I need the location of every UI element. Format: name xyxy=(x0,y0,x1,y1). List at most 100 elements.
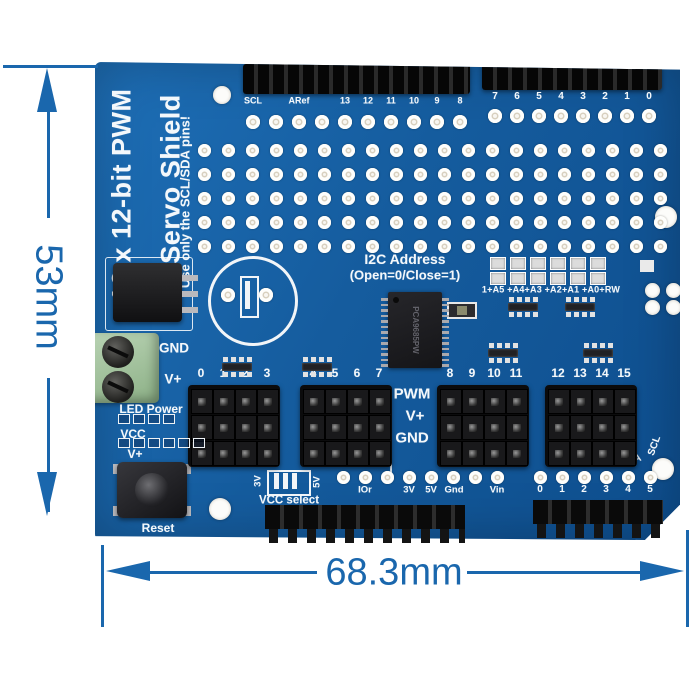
pin-label: 4 xyxy=(558,91,564,102)
grid-hole xyxy=(341,143,355,157)
bottom-header-strip-left xyxy=(265,505,465,543)
grid-hole xyxy=(365,215,379,229)
silkscreen-circle xyxy=(208,256,298,346)
grid-hole xyxy=(533,191,547,205)
servo-header-block xyxy=(300,385,392,467)
pad-hole xyxy=(666,283,680,298)
smd-pad xyxy=(509,297,514,302)
grid-hole xyxy=(389,239,403,253)
channel-number: 6 xyxy=(353,366,361,380)
smd-pad xyxy=(178,438,190,448)
dim-line-vertical xyxy=(47,112,50,218)
grid-hole xyxy=(653,191,667,205)
smd-pad xyxy=(327,357,332,362)
grid-hole xyxy=(341,167,355,181)
address-jumper-pad xyxy=(590,257,606,270)
channel-number: 5 xyxy=(331,366,339,380)
smd-cluster xyxy=(222,357,252,377)
pin-hole xyxy=(402,470,416,484)
grid-hole xyxy=(413,239,427,253)
grid-hole xyxy=(365,191,379,205)
servo-socket xyxy=(235,415,257,440)
grid-hole xyxy=(437,215,451,229)
smd-pad xyxy=(525,297,530,302)
smd-pad xyxy=(608,358,613,363)
jumper-pin xyxy=(274,473,279,489)
grid-hole xyxy=(437,239,451,253)
grid-hole xyxy=(269,143,283,157)
grid-hole xyxy=(605,239,619,253)
servo-socket xyxy=(235,389,257,414)
servo-socket xyxy=(257,441,279,466)
smd-body xyxy=(222,363,252,371)
servo-socket xyxy=(325,441,347,466)
dim-line-horizontal xyxy=(467,571,642,574)
smd-pad xyxy=(574,297,579,302)
smd-pad xyxy=(509,312,514,317)
servo-socket xyxy=(369,441,391,466)
pad-hole xyxy=(666,300,680,315)
grid-hole xyxy=(437,167,451,181)
chip-pin xyxy=(442,314,449,317)
pin-label: Gnd xyxy=(444,484,464,496)
chip-label: PCA9685PW xyxy=(411,306,420,354)
servo-socket xyxy=(548,441,570,466)
smd-pad xyxy=(303,372,308,377)
pin-label: 5 xyxy=(647,484,653,495)
channel-number: 9 xyxy=(468,366,476,380)
servo-header-block xyxy=(188,385,280,467)
grid-hole xyxy=(533,239,547,253)
address-jumper-pad xyxy=(570,272,586,285)
reset-label: Reset xyxy=(141,521,175,535)
channel-number: 10 xyxy=(487,366,501,380)
pin-label: 3V xyxy=(403,484,415,496)
grid-hole xyxy=(485,239,499,253)
grid-hole xyxy=(245,215,259,229)
square-pad xyxy=(640,260,654,272)
servo-socket xyxy=(213,441,235,466)
grid-hole xyxy=(605,191,619,205)
grid-hole xyxy=(533,215,547,229)
led-power-label: LED Power xyxy=(119,402,183,416)
vcc-select-jumper xyxy=(267,470,311,496)
grid-hole xyxy=(413,215,427,229)
grid-hole xyxy=(629,239,643,253)
grid-hole xyxy=(413,167,427,181)
grid-hole xyxy=(293,191,307,205)
reset-button-cap xyxy=(135,473,169,507)
pin-label: Vin xyxy=(489,484,505,496)
smd-pad xyxy=(600,358,605,363)
dim-line-horizontal xyxy=(148,571,317,574)
pin-label: 5 xyxy=(536,91,542,102)
grid-hole xyxy=(269,215,283,229)
pin-label: 10 xyxy=(408,95,420,106)
grid-hole xyxy=(653,143,667,157)
servo-socket xyxy=(462,441,484,466)
smd-pad xyxy=(311,372,316,377)
grid-hole xyxy=(317,191,331,205)
grid-hole xyxy=(197,143,211,157)
grid-hole xyxy=(605,167,619,181)
pin-hole xyxy=(380,470,394,484)
bottom-header-strip-right xyxy=(533,500,663,538)
smd-pad xyxy=(497,358,502,363)
servo-socket xyxy=(506,389,528,414)
pin-hole xyxy=(642,109,656,123)
address-jumper-pad xyxy=(590,272,606,285)
smd-pad xyxy=(533,297,538,302)
grid-hole xyxy=(653,215,667,229)
grid-hole xyxy=(485,143,499,157)
smd-pad xyxy=(505,358,510,363)
grid-hole xyxy=(509,167,523,181)
servo-socket xyxy=(213,415,235,440)
smd-pad xyxy=(223,357,228,362)
servo-socket xyxy=(191,389,213,414)
rail-label-pwm: PWM xyxy=(393,385,431,403)
pin-hole xyxy=(292,115,306,129)
regulator-leg xyxy=(182,275,198,281)
servo-socket xyxy=(484,389,506,414)
capacitor-outline xyxy=(240,276,259,318)
smd-pad xyxy=(193,438,205,448)
grid-hole xyxy=(461,167,475,181)
mounting-hole xyxy=(652,458,674,480)
